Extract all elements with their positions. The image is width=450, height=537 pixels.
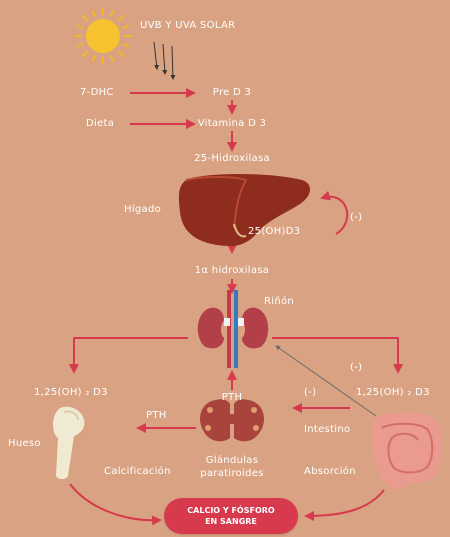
calcio-fosforo-line1: CALCIO Y FÓSFORO [164,505,298,516]
125ohd3-left-label: 1,25(OH) ₂ D3 [34,387,108,398]
rinon-label: Riñón [264,296,294,307]
intestine-icon [372,413,442,490]
7dhc-label: 7-DHC [80,87,114,98]
inhibition-right-label: (-) [350,362,362,373]
1alpha-hidroxilasa-label: 1α hidroxilasa [195,265,269,276]
thyroid-gland-icon [200,399,264,441]
calcio-fosforo-badge: CALCIO Y FÓSFORO EN SANGRE [164,498,298,534]
inhibition-pth-label: (-) [304,387,316,398]
sun-icon [75,8,131,64]
pth-gland-label: PTH [222,392,243,403]
vitamina-d3-label: Vitamina D 3 [198,118,266,129]
hueso-label: Hueso [8,438,41,449]
pre-d3-label: Pre D 3 [213,87,251,98]
25ohd3-label: 25(OH)D3 [248,226,300,237]
uv-label: UVB Y UVA SOLAR [140,20,235,31]
hidroxilasa-25-label: 25-Hidroxilasa [194,153,270,164]
calcio-fosforo-line2: EN SANGRE [164,516,298,527]
bone-icon [53,407,84,479]
dieta-label: Dieta [86,118,114,129]
kidney-icon [198,290,269,368]
pth-arrow-label: PTH [146,410,167,421]
125ohd3-right-label: 1,25(OH) ₂ D3 [356,387,430,398]
intestino-label: Intestino [304,424,350,435]
calcificacion-label: Calcificación [104,466,171,477]
absorcion-label: Absorción [304,466,356,477]
feedback-inhibition-label: (-) [350,212,362,223]
higado-label: Hígado [124,204,161,215]
uv-ray-arrows [154,42,173,79]
glandulas-paratiroides-label: Glándulas paratiroides [192,454,272,480]
intestine-to-kidney-arrow [276,346,376,416]
